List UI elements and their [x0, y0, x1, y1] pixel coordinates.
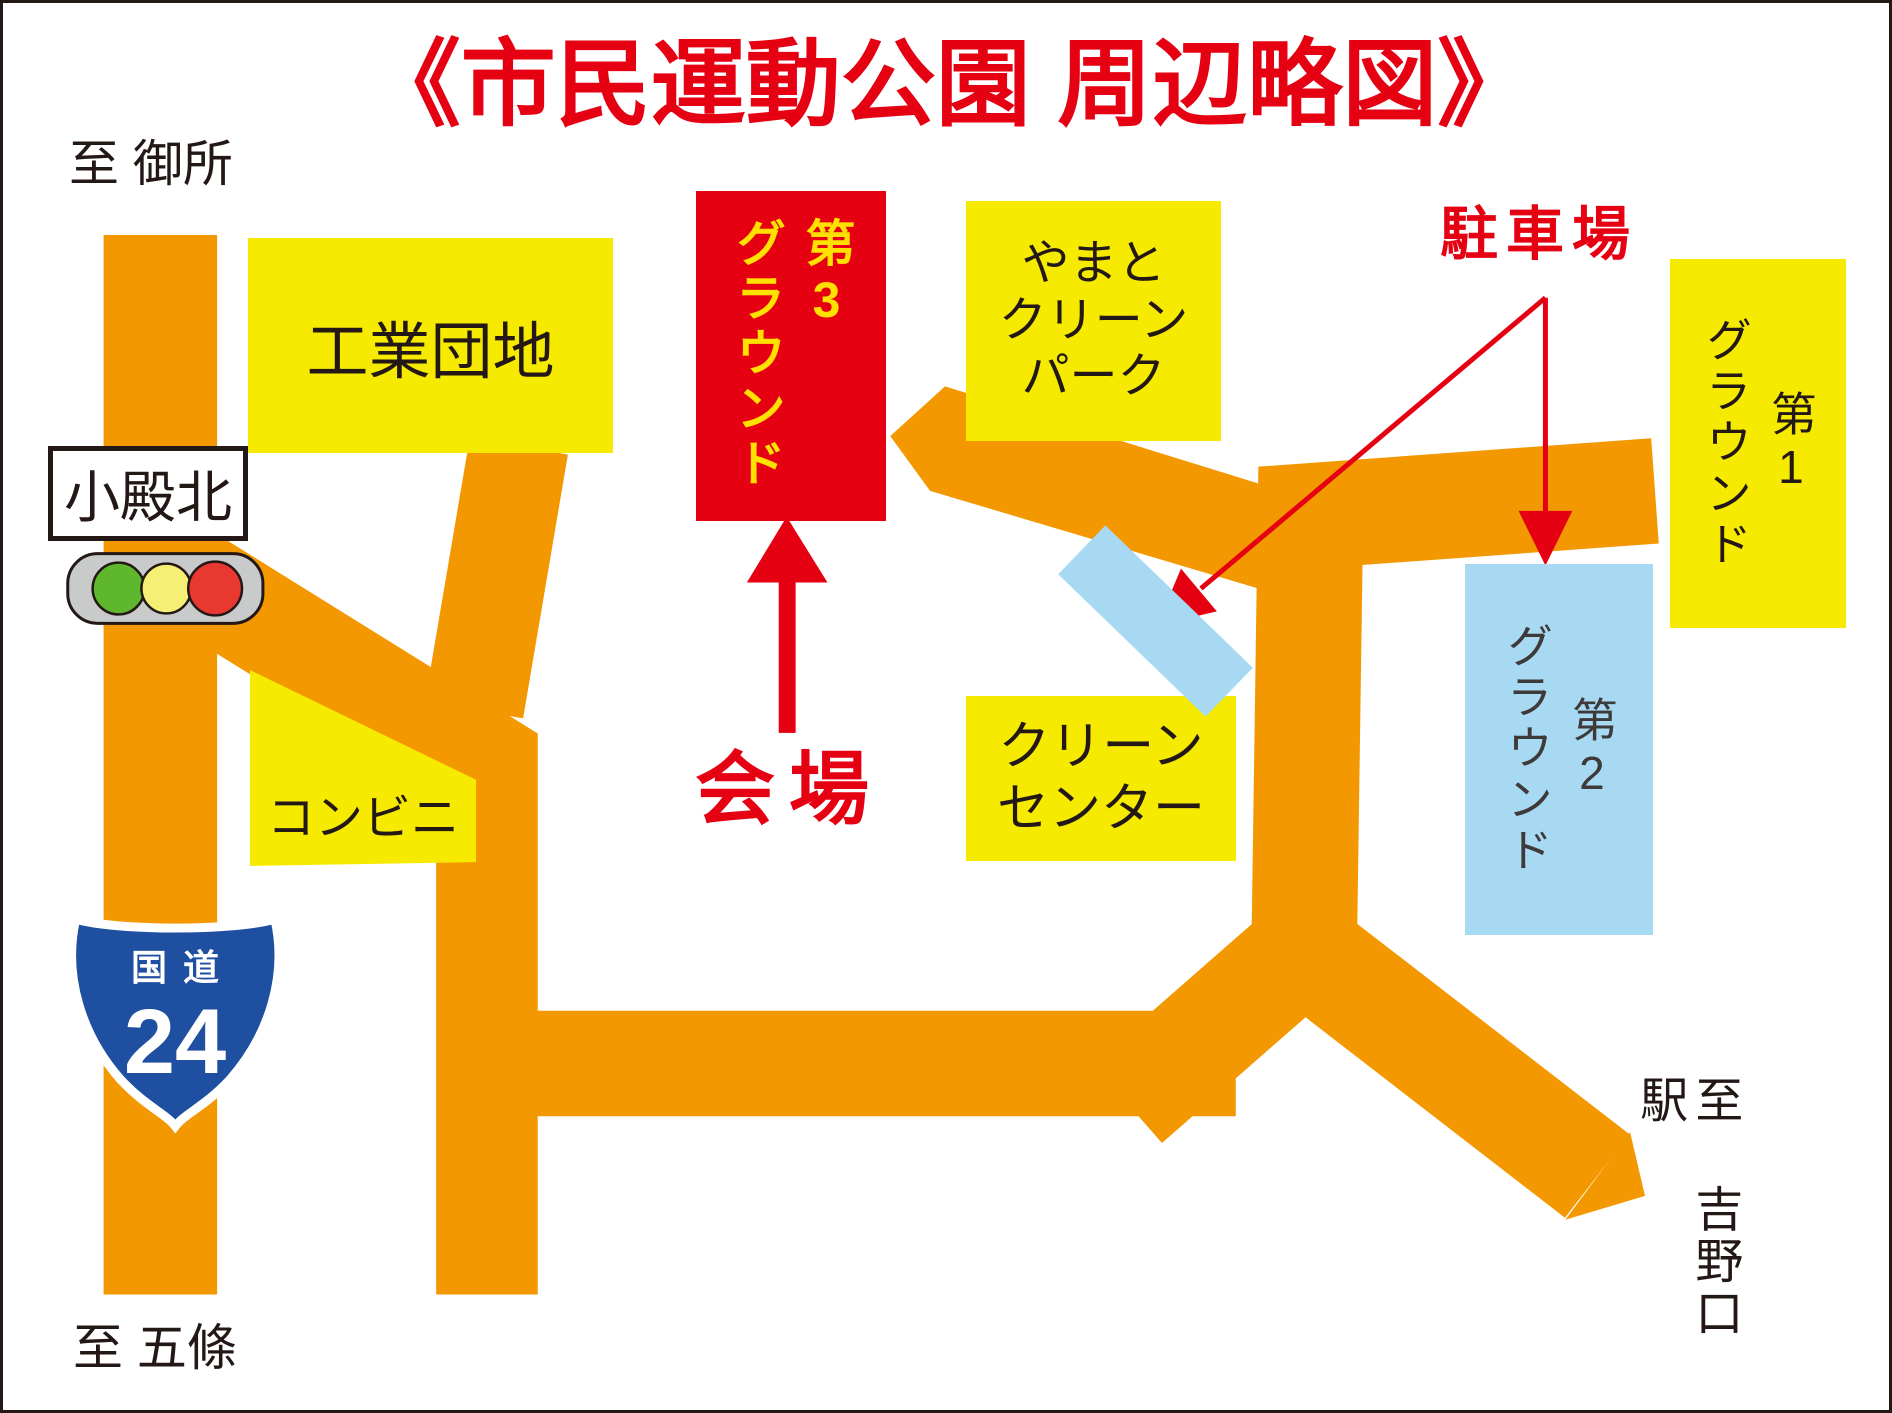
convenience-store-label: コンビニ	[266, 792, 459, 845]
block-yamato-clean-park: やまと クリーン パーク	[966, 201, 1221, 441]
direction-label-yoshinoguchi-station: 至 吉野口駅	[1632, 1075, 1741, 1340]
block-ground2: 第2 グラウンド	[1465, 564, 1653, 935]
road-east-loop	[1250, 438, 1659, 998]
ground2-name: グラウンド	[1501, 622, 1553, 877]
route-shield-number: 24	[123, 991, 227, 1093]
ground2-number: 第2	[1565, 695, 1618, 804]
road-fork-southwest	[1092, 909, 1339, 1144]
parking-label: 駐車場	[1440, 202, 1639, 267]
ground3-number: 第3	[798, 217, 855, 333]
clean-center-label: クリーン センター	[996, 718, 1205, 838]
block-ground1: 第1 グラウンド	[1670, 259, 1846, 628]
ground3-name: グラウンド	[729, 217, 785, 492]
road-fork-station-tip	[1565, 1132, 1646, 1220]
traffic-light-icon	[66, 552, 265, 625]
map-title: 《市民運動公園 周辺略図》	[365, 32, 1533, 138]
road-industrial-branch	[424, 437, 568, 719]
road-fork-station	[1271, 907, 1630, 1218]
intersection-sign: 小殿北	[48, 446, 248, 541]
block-industrial-park: 工業団地	[248, 238, 613, 453]
direction-label-gosho: 至 御所	[69, 136, 233, 192]
ground1-name: グラウンド	[1700, 316, 1752, 571]
block-ground3-venue: 第3 グラウンド	[696, 191, 886, 521]
intersection-name: 小殿北	[64, 466, 232, 529]
direction-label-gojo: 至 五條	[73, 1320, 237, 1376]
block-clean-center: クリーン センター	[966, 696, 1236, 861]
route-24-shield-icon	[67, 913, 284, 1134]
yamato-clean-park-label: やまと クリーン パーク	[998, 237, 1189, 404]
industrial-park-label: 工業団地	[306, 317, 555, 387]
venue-arrow	[746, 516, 828, 733]
road-network	[66, 235, 1659, 1295]
road-main-south	[128, 512, 538, 1295]
parking-arrow-down	[1518, 297, 1573, 566]
ground1-number: 第1	[1764, 389, 1817, 498]
venue-label: 会場	[695, 745, 883, 834]
route-shield-category: 国道	[130, 947, 235, 988]
